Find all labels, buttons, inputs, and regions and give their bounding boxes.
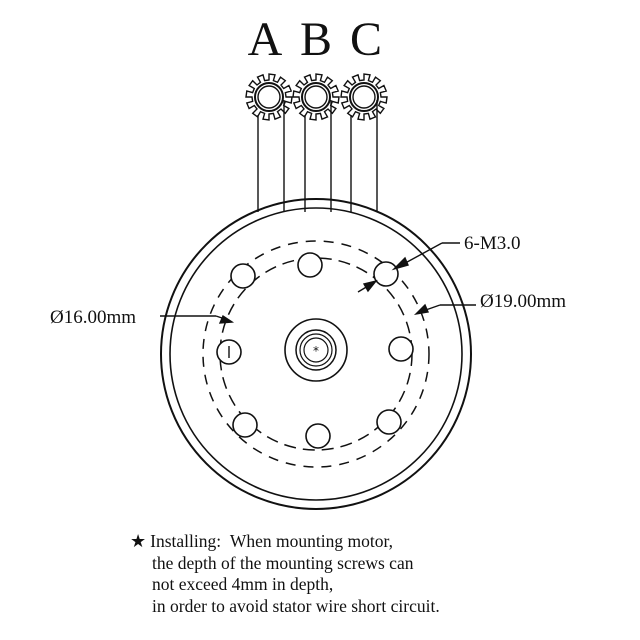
connector-ring-a xyxy=(245,73,293,121)
outer-diameter-leader xyxy=(413,303,476,316)
phase-label-b: B xyxy=(300,13,332,66)
phase-label-a: A xyxy=(248,13,283,66)
svg-text:*: * xyxy=(313,344,319,358)
connector-teeth xyxy=(245,73,293,121)
note-heading: Installing: xyxy=(150,531,222,551)
motor-shaft: * xyxy=(284,318,348,382)
screw-callout-leader xyxy=(357,242,460,293)
note-line-2: the depth of the mounting screws can xyxy=(152,552,414,573)
mounting-hole xyxy=(373,261,399,287)
connector-hole xyxy=(257,85,281,109)
connector-hole xyxy=(304,85,328,109)
mounting-hole xyxy=(388,336,414,362)
motor-outer-circle xyxy=(160,198,472,510)
mounting-hole xyxy=(230,263,256,289)
motor-inner-circle xyxy=(169,207,463,501)
bolt-circle-19mm xyxy=(202,240,430,468)
installation-note: ★Installing: When mounting motor, the de… xyxy=(130,531,610,617)
star-icon: ★ xyxy=(130,531,147,552)
inner-diameter-label: Ø16.00mm xyxy=(50,307,136,328)
mounting-hole xyxy=(305,423,331,449)
note-first-line: ★Installing: When mounting motor, xyxy=(130,531,610,553)
connector-hole xyxy=(301,82,331,112)
mounting-hole xyxy=(297,252,323,278)
note-line-4: in order to avoid stator wire short circ… xyxy=(152,595,440,616)
connector-ring-c xyxy=(340,73,388,121)
connector-teeth xyxy=(340,73,388,121)
mounting-holes xyxy=(216,252,414,449)
lead-wires xyxy=(257,100,378,212)
connector-hole xyxy=(352,85,376,109)
note-line-3: not exceed 4mm in depth, xyxy=(152,574,334,594)
connector-hole xyxy=(254,82,284,112)
note-line-1: When mounting motor, xyxy=(229,531,393,551)
connector-teeth xyxy=(292,73,340,121)
mounting-hole xyxy=(232,412,258,438)
screw-spec-label: 6-M3.0 xyxy=(464,233,520,254)
connector-hole xyxy=(349,82,379,112)
phase-label-c: C xyxy=(350,13,382,66)
inner-diameter-leader xyxy=(160,314,235,324)
outer-diameter-label: Ø19.00mm xyxy=(480,291,566,312)
mounting-hole xyxy=(376,409,402,435)
connector-ring-b xyxy=(292,73,340,121)
